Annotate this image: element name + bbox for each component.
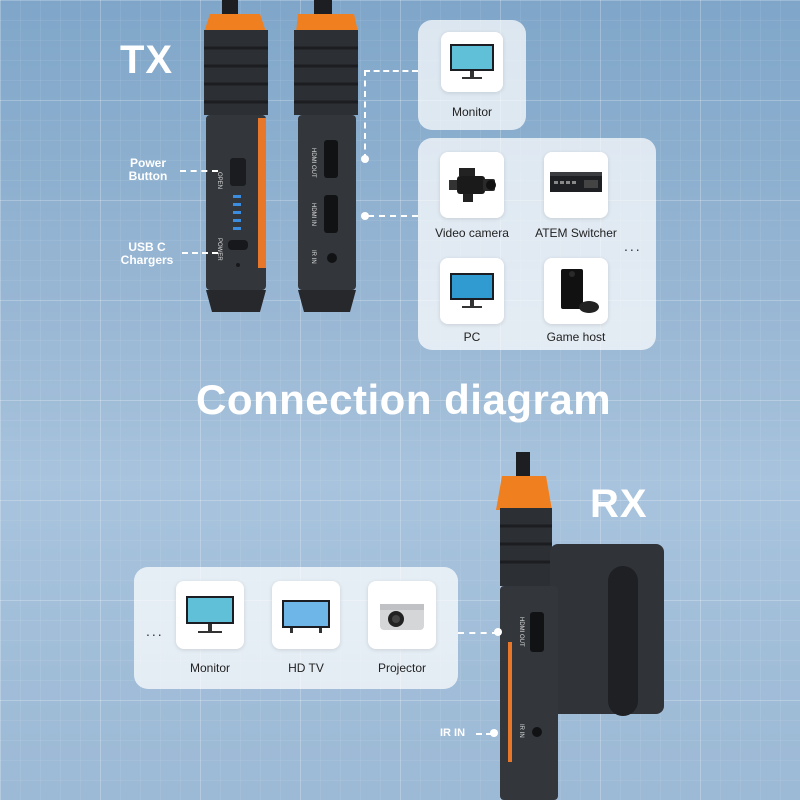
hdmi-in-connector xyxy=(361,212,369,220)
monitor-label: Monitor xyxy=(451,105,492,119)
atem-switcher-card xyxy=(544,152,608,218)
orange-cap xyxy=(204,14,266,32)
rx-hdmi-connector xyxy=(494,628,502,636)
rx-mount-clip xyxy=(550,544,664,714)
usb-c-port xyxy=(228,240,248,250)
usb-c-leader xyxy=(182,252,218,254)
rx-monitor-card xyxy=(176,581,244,649)
pc-label: PC xyxy=(463,330,481,344)
svg-text:HDMI IN: HDMI IN xyxy=(310,203,316,226)
hdmi-out-link xyxy=(364,70,418,160)
atem-switcher-icon xyxy=(550,172,602,192)
tx-input-more: ... xyxy=(624,238,642,254)
svg-text:IR IN: IR IN xyxy=(518,724,524,738)
rx-receiver: HDMI OUT IR IN xyxy=(496,452,664,800)
hdmi-out-port xyxy=(324,140,338,178)
pc-icon xyxy=(450,273,494,308)
tx-title: TX xyxy=(120,38,174,82)
hdmi-in-port xyxy=(324,195,338,233)
tx-output-panel: Monitor xyxy=(418,20,526,130)
tx-transmitter-side-b: HDMI OUT HDMI IN IR IN xyxy=(294,0,358,312)
hd-tv-label: HD TV xyxy=(288,661,324,675)
rx-title: RX xyxy=(590,482,648,526)
monitor-card xyxy=(441,32,503,92)
projector-card xyxy=(368,581,436,649)
hdmi-in-link xyxy=(368,215,418,217)
ir-in-port xyxy=(327,253,337,263)
rx-output-more: ... xyxy=(146,623,164,639)
tx-input-panel: Video camera ATEM Switcher ... PC xyxy=(418,138,656,350)
rx-output-panel: ... Monitor HD TV xyxy=(134,567,458,689)
game-host-label: Game host xyxy=(546,330,606,344)
rx-monitor-label: Monitor xyxy=(189,661,230,675)
projector-label: Projector xyxy=(377,661,427,675)
hd-tv-card xyxy=(272,581,340,649)
monitor-icon xyxy=(186,596,234,633)
svg-text:POWER: POWER xyxy=(216,238,222,261)
monitor-icon xyxy=(450,44,494,79)
rx-hdmi-link xyxy=(458,632,498,634)
video-camera-card xyxy=(440,152,504,218)
ir-in-leader xyxy=(476,733,492,735)
hd-tv-icon xyxy=(282,600,330,633)
svg-text:HDMI OUT: HDMI OUT xyxy=(310,148,316,178)
svg-text:IR IN: IR IN xyxy=(310,250,316,264)
tx-transmitter-side-a: OPEN POWER xyxy=(204,0,268,312)
ir-in-label: IR IN xyxy=(440,727,466,739)
power-leader xyxy=(180,170,218,172)
rx-hdmi-out-port xyxy=(530,612,544,652)
pc-card xyxy=(440,258,504,324)
svg-text:HDMI OUT: HDMI OUT xyxy=(518,617,524,647)
rx-ir-in-port xyxy=(532,727,542,737)
diagram-heading: Connection diagram xyxy=(196,376,612,423)
atem-switcher-label: ATEM Switcher xyxy=(535,226,617,240)
projector-icon xyxy=(380,604,424,630)
ir-in-connector xyxy=(490,729,498,737)
game-host-card xyxy=(544,258,608,324)
power-switch xyxy=(230,158,246,186)
video-camera-icon xyxy=(449,168,496,202)
svg-text:OPEN: OPEN xyxy=(216,172,222,189)
game-host-icon xyxy=(561,269,599,313)
video-camera-label: Video camera xyxy=(435,226,509,240)
